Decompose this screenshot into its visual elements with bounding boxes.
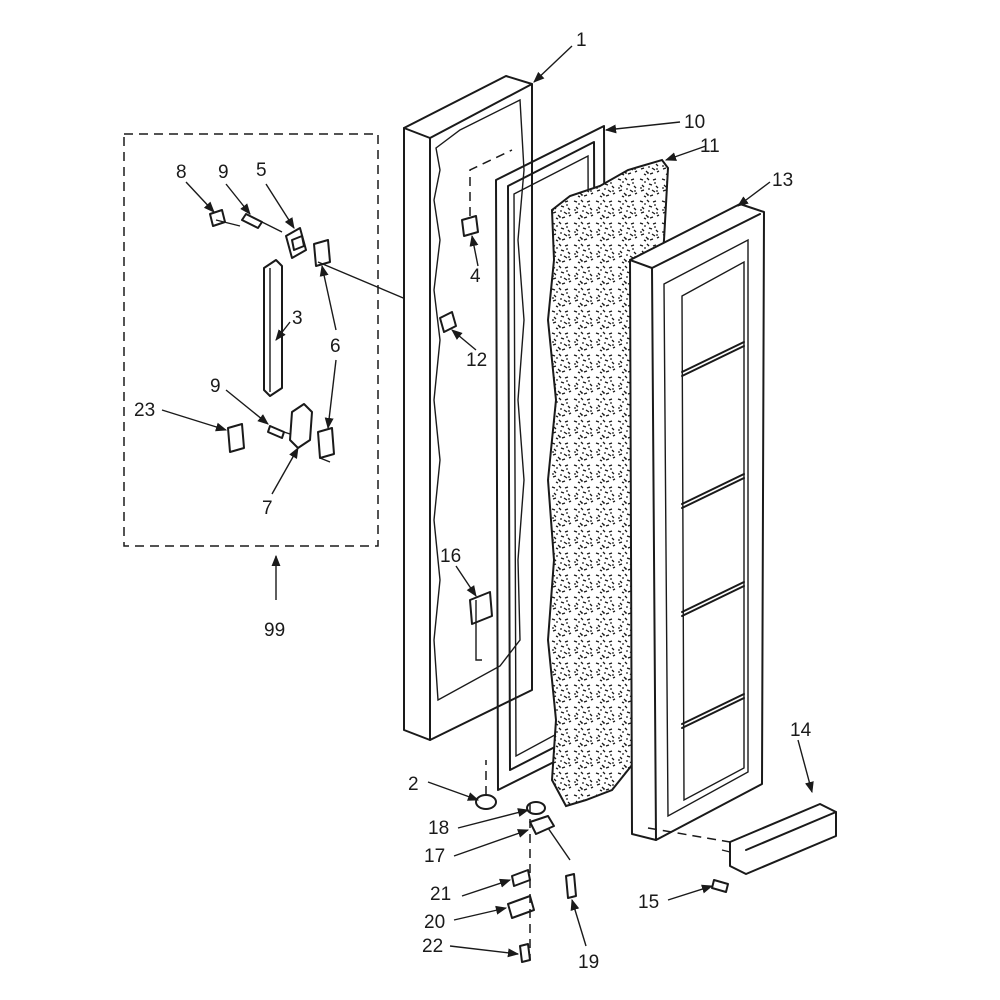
callout-10: 10	[684, 112, 705, 133]
part-22-screw	[519, 943, 531, 963]
part-2-bushing	[475, 760, 497, 810]
callout-17: 17	[424, 846, 445, 867]
callout-14: 14	[790, 720, 812, 741]
callout-9-bottom: 9	[210, 376, 221, 397]
callout-1: 1	[576, 30, 587, 51]
part-16-bracket	[469, 591, 493, 661]
callout-20: 20	[424, 912, 445, 933]
part-7-mount	[289, 403, 313, 449]
callout-6: 6	[330, 336, 341, 357]
callout-4: 4	[470, 266, 481, 287]
part-19-screw	[565, 873, 577, 899]
callout-9-top: 9	[218, 162, 229, 183]
callout-21: 21	[430, 884, 451, 905]
part-20-hinge	[507, 895, 535, 919]
part-9-screw-top	[241, 213, 283, 233]
callout-15: 15	[638, 892, 659, 913]
part-12-clip	[439, 311, 457, 333]
part-5-mount	[285, 227, 307, 259]
part-1-door-panel	[403, 75, 533, 741]
callout-3: 3	[292, 308, 303, 329]
part-13-door-liner	[629, 203, 765, 841]
callout-99: 99	[264, 620, 285, 641]
callout-7: 7	[262, 498, 273, 519]
kit-assembly-line-top	[215, 219, 241, 227]
callout-5: 5	[256, 160, 267, 181]
callout-12: 12	[466, 350, 487, 371]
callout-23: 23	[134, 400, 155, 421]
callout-18: 18	[428, 818, 449, 839]
part-6-bracket-bottom	[317, 427, 335, 463]
callout-16: 16	[440, 546, 461, 567]
callout-13: 13	[772, 170, 793, 191]
part-17-hinge-pin	[529, 815, 571, 861]
callout-8: 8	[176, 162, 187, 183]
part-4-plug	[461, 149, 513, 237]
part-21-shim	[511, 869, 531, 887]
callout-2: 2	[408, 774, 419, 795]
part-18-washer	[526, 801, 546, 815]
part-15-screw	[711, 879, 729, 893]
part-14-shelf-bar	[721, 803, 837, 875]
callout-22: 22	[422, 936, 443, 957]
part-8-cap	[209, 209, 226, 227]
handle-kit-box	[123, 133, 379, 547]
kit-to-door-line	[317, 261, 409, 301]
callout-19: 19	[578, 952, 599, 973]
leader-lines	[161, 45, 814, 958]
part-3-handle	[263, 259, 283, 397]
callout-11: 11	[700, 136, 720, 157]
part-23-cap	[227, 423, 245, 453]
part-6-bracket-top	[313, 239, 331, 267]
